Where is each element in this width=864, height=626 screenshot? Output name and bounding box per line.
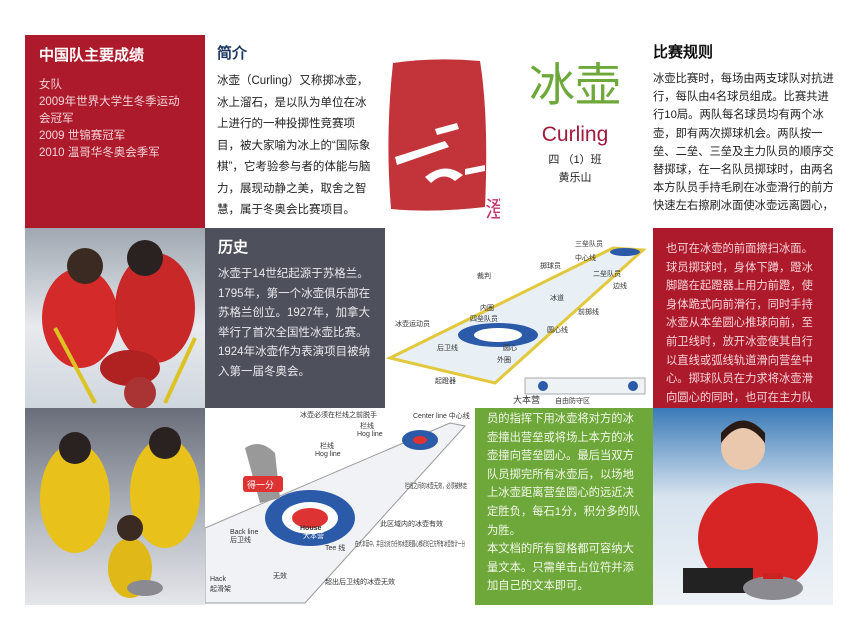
diagram-label: House [300,525,322,532]
diagram-label: 大本营 [513,394,540,405]
diagram-label: 栏线 [360,421,374,430]
intro-text: 冰壶（Curling）又称掷冰壶，冰上溜石，是以队为单位在冰上进行的一种投掷性竞… [217,75,371,216]
rules-continued-panel: 也可在冰壶的前面擦扫冰面。球员掷球时，身体下蹲，蹬冰脚踏在起蹬器上用力前蹬，使身… [653,228,833,408]
diagram-label: 无效 [273,571,287,580]
template-note: 本文档的所有窗格都可容纳大量文本。只需单击占位符并添加自己的文本即可。 [487,543,634,593]
diagram-label: 三垒队员 [575,239,603,248]
achievements-panel: 中国队主要成绩 女队 2009年世界大学生冬季运动会冠军 2009 世锦赛冠军 … [25,35,205,228]
diagram-label: 边线 [613,281,627,290]
header-area: 澄 冰壶 Curling 四 （1）班 黄乐山 [385,35,650,228]
achievement-line: 2009年世界大学生冬季运动会冠军 [39,96,180,125]
diagram-label: 自由防守区 [555,396,590,405]
team-photo-sweeping [25,228,205,408]
diagram-label: Hog line [315,451,341,458]
diagram-label: 冰壶运动员 [395,319,430,328]
rink-diagram: 三垒队员 中心线 掷球员 二垒队员 裁判 边线 冰道 内圈 前掷线 四垒队员 圆… [385,228,653,408]
diagram-label: 后卫线 [230,535,251,544]
rules-title: 比赛规则 [653,44,714,61]
achievement-line: 2009 世锦赛冠军 [39,130,126,142]
diagram-label: 超出后卫线的冰壶无效 [325,577,395,586]
rules-text: 冰壶比赛时，每场由两支球队对抗进行，每队由4名球员组成。比赛共进行10局。两队每… [653,73,834,213]
diagram-label: 内圈 [480,303,494,312]
diagram-label: 起滑架 [210,584,231,593]
diagram-label: 在大本营中，并且比对方任何冰壶距圆心都近的己方所有冰壶皆计一分 [355,539,465,548]
player-photo [653,408,833,605]
diagram-label: 圆心 [503,344,517,352]
history-text: 冰壶于14世纪起源于苏格兰。1795年，第一个冰壶俱乐部在苏格兰创立。1927年… [218,268,371,378]
diagram-label: 此区域内的冰壶有效 [380,519,443,528]
class-name: 四 （1）班 [548,154,602,166]
diagram-label: 后卫线 [437,343,458,352]
diagram-label: 中心线 [575,253,596,262]
history-panel: 历史 冰壶于14世纪起源于苏格兰。1795年，第一个冰壶俱乐部在苏格兰创立。19… [205,228,385,408]
diagram-label: 起蹬器 [435,376,456,385]
diagram-label: 圆心线 [547,325,568,334]
intro-panel: 简介 冰壶（Curling）又称掷冰壶，冰上溜石，是以队为单位在冰上进行的一种投… [205,35,385,228]
page-title: 冰壶 [529,59,621,111]
achievement-line: 女队 [39,79,62,91]
rules-continued-text: 也可在冰壶的前面擦扫冰面。球员掷球时，身体下蹲，蹬冰脚踏在起蹬器上用力前蹬，使身… [666,243,813,404]
diagram-label: 栏线之间的冰壶无效，必须被移走 [405,481,467,490]
diagram-label: 二垒队员 [593,269,621,278]
diagram-label: 栏线 [320,441,334,450]
author-name: 黄乐山 [558,172,592,184]
diagram-label: 前掷线 [578,307,599,316]
diagram-label: 大本营 [303,531,324,540]
diagram-label: 裁判 [477,271,491,280]
rules-end-text: 员的指挥下用冰壶将对方的冰壶撞出营垒或将场上本方的冰壶撞向营垒圆心。最后当双方队… [487,413,641,537]
diagram-label: 四垒队员 [470,314,498,323]
rules-end-panel: 员的指挥下用冰壶将对方的冰壶撞出营垒或将场上本方的冰壶撞向营垒圆心。最后当双方队… [475,408,653,605]
diagram-label: Back line [230,529,259,536]
diagram-label: 掷球员 [540,261,561,270]
history-title: 历史 [218,239,249,256]
diagram-label: Hack [210,576,226,583]
diagram-label: 冰壶必须在栏线之前脱手 [300,410,377,419]
intro-title: 简介 [217,45,248,62]
diagram-label: Center line 中心线 [413,411,470,420]
team-photo-yellow [25,408,205,605]
curling-logo-seal: 澄 [388,59,500,222]
rules-panel: 比赛规则 冰壶比赛时，每场由两支球队对抗进行，每队由4名球员组成。比赛共进行10… [650,38,840,228]
achievement-line: 2010 温哥华冬奥会季军 [39,147,160,159]
diagram-label: 外圈 [497,355,511,364]
achievements-title: 中国队主要成绩 [39,47,145,64]
diagram-label: 得一分 [247,479,274,490]
diagram-label: Hog line [357,431,383,438]
diagram-label: Tee 线 [325,543,345,552]
svg-text:澄: 澄 [485,197,500,222]
scoring-diagram: 冰壶必须在栏线之前脱手 Center line 中心线 栏线 Hog line … [204,408,475,605]
diagram-label: 冰道 [550,293,564,302]
page-subtitle: Curling [541,123,609,146]
